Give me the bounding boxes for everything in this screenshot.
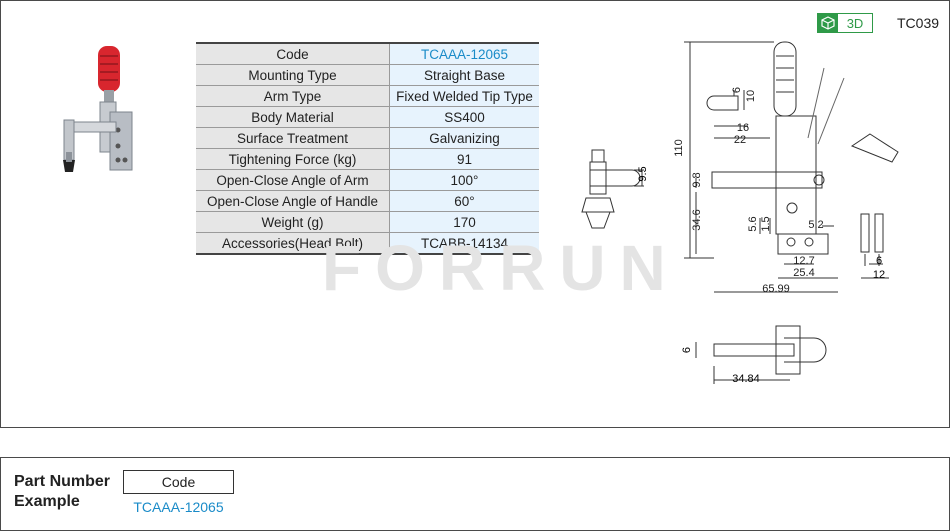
spec-label: Tightening Force (kg) (196, 148, 390, 170)
spec-label: Body Material (196, 106, 390, 128)
dim-hole-b: 1.5 (760, 216, 772, 231)
dim-head-bolt: 9.5 (637, 166, 649, 181)
spec-value: Fixed Welded Tip Type (389, 85, 539, 107)
dim-side-w2: 12 (873, 269, 885, 281)
cube-icon (818, 14, 838, 32)
model-code: TC039 (897, 15, 940, 31)
example-title: Example (14, 493, 80, 510)
dim-base-a: 12.7 (793, 255, 814, 267)
spec-value: Straight Base (389, 64, 539, 86)
spec-row: Accessories(Head Bolt)TCABB-14134 (196, 232, 539, 255)
view-3d-button[interactable]: 3D (817, 13, 873, 33)
spec-label: Weight (g) (196, 211, 390, 233)
spec-row: Weight (g)170 (196, 211, 539, 233)
spec-label: Accessories(Head Bolt) (196, 232, 390, 255)
dim-hole-a: 5.6 (747, 216, 759, 231)
part-number-example-label: Part Number Example (14, 472, 110, 512)
spec-value: 100° (389, 169, 539, 191)
code-header-box: Code (123, 470, 234, 494)
spec-value: 170 (389, 211, 539, 233)
part-number-panel (0, 457, 950, 531)
spec-value: 60° (389, 190, 539, 212)
side-view-drawing: 6 12 (860, 213, 889, 281)
example-code-link[interactable]: TCAAA-12065 (133, 499, 224, 515)
dim-tip-l2: 22 (734, 134, 746, 146)
spec-code-link[interactable]: TCAAA-12065 (389, 42, 539, 65)
dim-side-w1: 6 (876, 255, 882, 267)
spec-label: Open-Close Angle of Arm (196, 169, 390, 191)
view-3d-label: 3D (846, 15, 864, 31)
product-photo (63, 46, 133, 172)
spec-value: TCABB-14134 (389, 232, 539, 255)
dim-tip-w2: 10 (745, 90, 757, 102)
top-view-drawing: 6 34.84 (681, 325, 827, 385)
spec-row: Tightening Force (kg)91 (196, 148, 539, 170)
dim-h1: 9.8 (691, 172, 703, 187)
dim-height: 110 (674, 139, 685, 157)
spec-label: Open-Close Angle of Handle (196, 190, 390, 212)
dim-top-length: 34.84 (732, 373, 760, 385)
dim-total-width: 65.99 (762, 283, 790, 295)
spec-value: SS400 (389, 106, 539, 128)
spec-label: Mounting Type (196, 64, 390, 86)
spec-value: Galvanizing (389, 127, 539, 149)
dim-hole-c: 5.2 (808, 219, 823, 231)
watermark-logo: FORRUN (322, 232, 680, 304)
part-number-title: Part Number (14, 473, 111, 490)
head-bolt-drawing: 9.5 (581, 149, 649, 229)
dim-top-t: 6 (681, 347, 693, 353)
front-view-drawing: 110 9.8 34.6 6 10 16 22 5.6 1.5 5.2 12.7… (674, 41, 899, 295)
spec-label: Arm Type (196, 85, 390, 107)
spec-value: 91 (389, 148, 539, 170)
red-handle-grip (98, 46, 120, 92)
dim-h2: 34.6 (691, 209, 703, 230)
dim-base-b: 25.4 (793, 267, 814, 279)
dim-tip-w1: 6 (731, 87, 743, 93)
spec-label: Code (196, 42, 390, 65)
dim-tip-l1: 16 (737, 122, 749, 134)
spec-label: Surface Treatment (196, 127, 390, 149)
